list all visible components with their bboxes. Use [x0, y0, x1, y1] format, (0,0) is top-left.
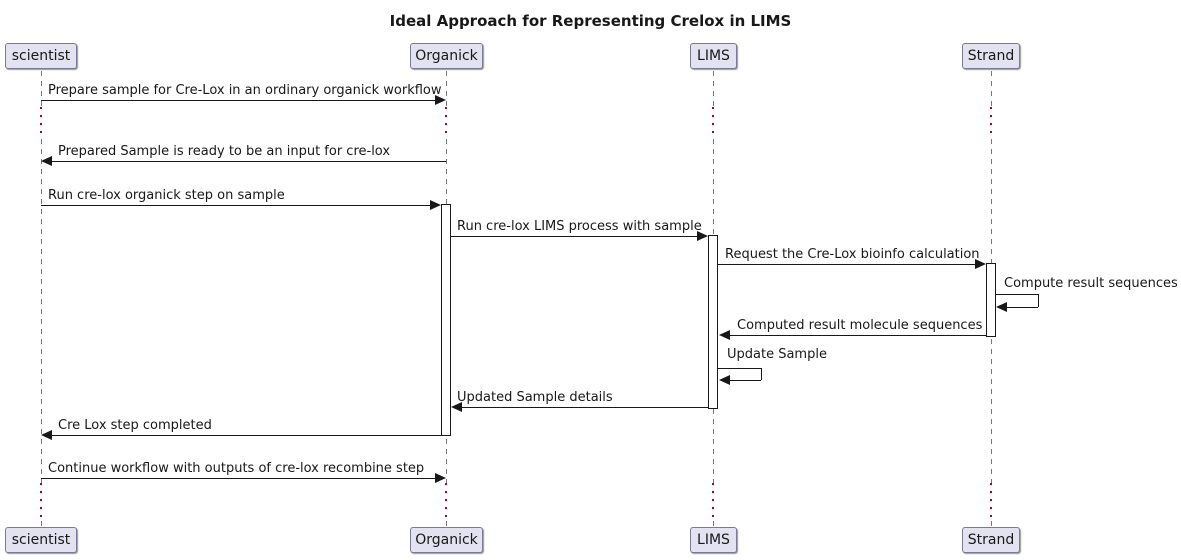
arrowhead-left-icon — [719, 330, 730, 340]
lifeline-strand — [991, 521, 992, 527]
delay-dots — [40, 107, 42, 139]
participant-box-lims-top: LIMS — [690, 43, 737, 69]
self-arrow-bottom-line — [723, 380, 761, 381]
arrow-line — [41, 478, 441, 479]
self-arrow-bottom-line — [1000, 307, 1038, 308]
message-label: Cre Lox step completed — [58, 418, 212, 433]
message-label: Computed result molecule sequences — [737, 318, 983, 333]
self-arrow-top-line — [718, 368, 761, 369]
activation-bar-organick — [441, 204, 451, 436]
lifeline-organick — [446, 71, 447, 107]
diagram-title: Ideal Approach for Representing Crelox i… — [389, 12, 792, 30]
arrowhead-left-icon — [41, 430, 52, 440]
participant-label: scientist — [11, 48, 71, 64]
participant-box-lims-bottom: LIMS — [690, 527, 737, 553]
delay-dots — [712, 483, 714, 521]
arrow-line — [41, 205, 436, 206]
participant-label: LIMS — [697, 532, 730, 548]
arrow-line — [41, 100, 441, 101]
participant-label: Strand — [967, 48, 1015, 64]
participant-box-strand-top: Strand — [962, 43, 1020, 69]
message-label: Run cre-lox LIMS process with sample — [457, 219, 702, 234]
arrowhead-left-icon — [719, 375, 730, 385]
lifeline-lims — [713, 71, 714, 107]
activation-bar-strand — [986, 263, 996, 337]
arrow-line — [46, 161, 446, 162]
arrow-line — [456, 407, 708, 408]
message-label: Prepare sample for Cre-Lox in an ordinar… — [48, 83, 442, 98]
lifeline-scientist — [41, 71, 42, 107]
delay-dots — [40, 483, 42, 521]
participant-label: Organick — [415, 48, 478, 64]
arrow-line — [718, 264, 981, 265]
self-arrow-vertical-line — [761, 368, 762, 380]
delay-dots — [990, 107, 992, 139]
participant-label: LIMS — [697, 48, 730, 64]
delay-dots — [990, 483, 992, 521]
activation-bar-lims — [708, 235, 718, 409]
participant-label: Organick — [415, 532, 478, 548]
message-label: Update Sample — [727, 347, 827, 362]
participant-box-strand-bottom: Strand — [962, 527, 1020, 553]
lifeline-lims — [713, 521, 714, 527]
lifeline-organick — [446, 521, 447, 527]
arrow-line — [724, 335, 986, 336]
delay-dots — [445, 483, 447, 521]
message-label: Continue workflow with outputs of cre-lo… — [48, 461, 425, 476]
message-label: Run cre-lox organick step on sample — [48, 188, 285, 203]
arrow-line — [451, 236, 703, 237]
lifeline-scientist — [41, 139, 42, 483]
lifeline-scientist — [41, 521, 42, 527]
arrowhead-left-icon — [41, 156, 52, 166]
delay-dots — [712, 107, 714, 139]
message-label: Updated Sample details — [457, 390, 613, 405]
participant-label: Strand — [967, 532, 1015, 548]
self-arrow-top-line — [996, 294, 1038, 295]
participant-box-organick-top: Organick — [410, 43, 483, 69]
message-label: Prepared Sample is ready to be an input … — [58, 144, 391, 159]
arrowhead-right-icon — [697, 231, 708, 241]
participant-box-organick-bottom: Organick — [410, 527, 483, 553]
arrowhead-right-icon — [435, 95, 446, 105]
arrowhead-right-icon — [435, 473, 446, 483]
arrowhead-right-icon — [430, 200, 441, 210]
arrowhead-right-icon — [975, 259, 986, 269]
arrowhead-left-icon — [451, 402, 462, 412]
message-label: Request the Cre-Lox bioinfo calculation — [725, 247, 980, 262]
participant-box-scientist-bottom: scientist — [5, 527, 77, 553]
delay-dots — [445, 107, 447, 139]
arrowhead-left-icon — [996, 302, 1007, 312]
arrow-line — [46, 435, 441, 436]
participant-label: scientist — [11, 532, 71, 548]
participant-box-scientist-top: scientist — [5, 43, 77, 69]
self-arrow-vertical-line — [1038, 294, 1039, 307]
lifeline-strand — [991, 71, 992, 107]
message-label: Compute result sequences — [1004, 276, 1178, 291]
